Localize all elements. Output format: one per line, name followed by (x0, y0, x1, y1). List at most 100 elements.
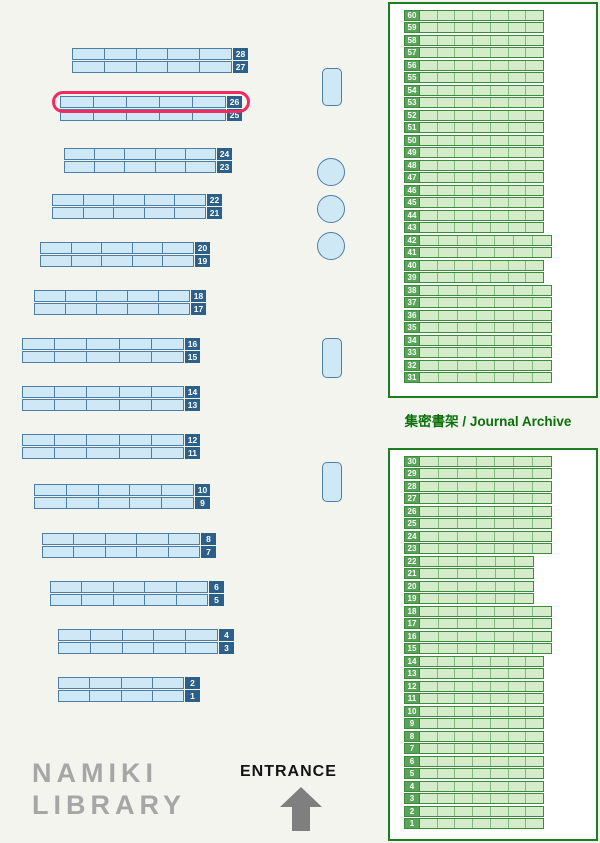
blue-shelf-16: 16 (22, 338, 200, 350)
shelf-segment (526, 732, 543, 741)
shelf-segment (495, 298, 515, 307)
shelf-segment (477, 582, 496, 591)
shelf-segment (438, 769, 456, 778)
shelf-segment (438, 682, 456, 691)
shelf-segment (168, 49, 201, 59)
shelf-segment (514, 507, 534, 516)
shelf-segment (91, 643, 123, 653)
shelf-segment (526, 682, 543, 691)
shelf-segment (420, 261, 438, 270)
shelf-segment (526, 707, 543, 716)
shelf-segment (514, 607, 534, 616)
shelf-segment (514, 532, 534, 541)
shelf-segment (458, 644, 477, 653)
archive-shelf-37: 37 (404, 297, 596, 308)
shelf-segment (495, 286, 515, 295)
shelf-segment (509, 261, 527, 270)
shelf-bar (60, 96, 226, 108)
shelf-segment (35, 291, 66, 301)
shelf-segment (420, 348, 439, 357)
shelf-segment (455, 794, 474, 803)
shelf-segment (509, 657, 527, 666)
archive-shelf-bar (420, 656, 544, 667)
shelf-segment (509, 694, 527, 703)
shelf-segment (438, 61, 456, 70)
shelf-segment (458, 323, 477, 332)
shelf-segment (458, 469, 477, 478)
shelf-segment (514, 248, 534, 257)
shelf-segment (87, 400, 120, 410)
shelf-segment (439, 373, 458, 382)
shelf-segment (458, 311, 477, 320)
shelf-segment (120, 387, 152, 397)
archive-shelf-bar (420, 706, 544, 717)
shelf-bar (64, 148, 216, 160)
shelf-segment (491, 36, 509, 45)
shelf-segment (526, 744, 543, 753)
shelf-segment (439, 469, 458, 478)
archive-shelf-number: 15 (404, 643, 420, 654)
shelf-segment (526, 148, 543, 157)
shelf-segment (162, 498, 193, 508)
blue-shelf-1: 1 (58, 690, 200, 702)
shelf-segment (186, 630, 217, 640)
shelf-bar (72, 61, 232, 73)
shelf-segment (473, 719, 491, 728)
shelf-segment (495, 323, 515, 332)
archive-shelf-bar (420, 185, 544, 196)
shelf-segment (491, 73, 509, 82)
shelf-segment (35, 304, 66, 314)
shelf-segment (439, 482, 458, 491)
shelf-segment (95, 149, 126, 159)
shelf-segment (145, 208, 176, 218)
shelf-segment (193, 110, 225, 120)
shelf-number-label: 3 (219, 642, 234, 654)
shelf-segment (495, 494, 515, 503)
shelf-segment (477, 323, 496, 332)
shelf-segment (438, 694, 456, 703)
archive-shelf-bar (420, 260, 544, 271)
shelf-segment (526, 73, 543, 82)
shelf-segment (439, 348, 458, 357)
shelf-segment (420, 707, 438, 716)
shelf-segment (477, 607, 496, 616)
shelf-segment (455, 732, 474, 741)
shelf-bar (60, 109, 226, 121)
archive-shelf-bar (420, 247, 552, 258)
shelf-number-label: 19 (195, 255, 210, 267)
archive-shelf-number: 7 (404, 743, 420, 754)
shelf-segment (473, 98, 491, 107)
archive-shelf-number: 40 (404, 260, 420, 271)
shelf-segment (455, 694, 474, 703)
shelf-segment (491, 694, 509, 703)
shelf-segment (509, 48, 527, 57)
shelf-segment (496, 557, 515, 566)
shelf-segment (491, 807, 509, 816)
shelf-segment (130, 498, 163, 508)
shelf-number-label: 27 (233, 61, 248, 73)
archive-shelf-number: 5 (404, 768, 420, 779)
shelf-segment (438, 148, 456, 157)
shelf-number-label: 7 (201, 546, 216, 558)
shelf-segment (120, 339, 152, 349)
archive-shelf-number: 60 (404, 10, 420, 21)
archive-shelf-number: 29 (404, 468, 420, 479)
shelf-segment (114, 595, 146, 605)
archive-shelf-bar (420, 297, 552, 308)
archive-shelf-number: 54 (404, 85, 420, 96)
shelf-segment (438, 198, 456, 207)
shelf-segment (526, 198, 543, 207)
shelf-segment (473, 682, 491, 691)
shelf-segment (509, 769, 527, 778)
archive-shelf-number: 11 (404, 693, 420, 704)
shelf-segment (491, 98, 509, 107)
shelf-segment (509, 819, 527, 828)
blue-shelf-8: 8 (42, 533, 216, 545)
shelf-segment (120, 448, 152, 458)
archive-shelf-number: 56 (404, 60, 420, 71)
shelf-segment (495, 532, 515, 541)
shelf-segment (533, 619, 551, 628)
shelf-segment (439, 323, 458, 332)
